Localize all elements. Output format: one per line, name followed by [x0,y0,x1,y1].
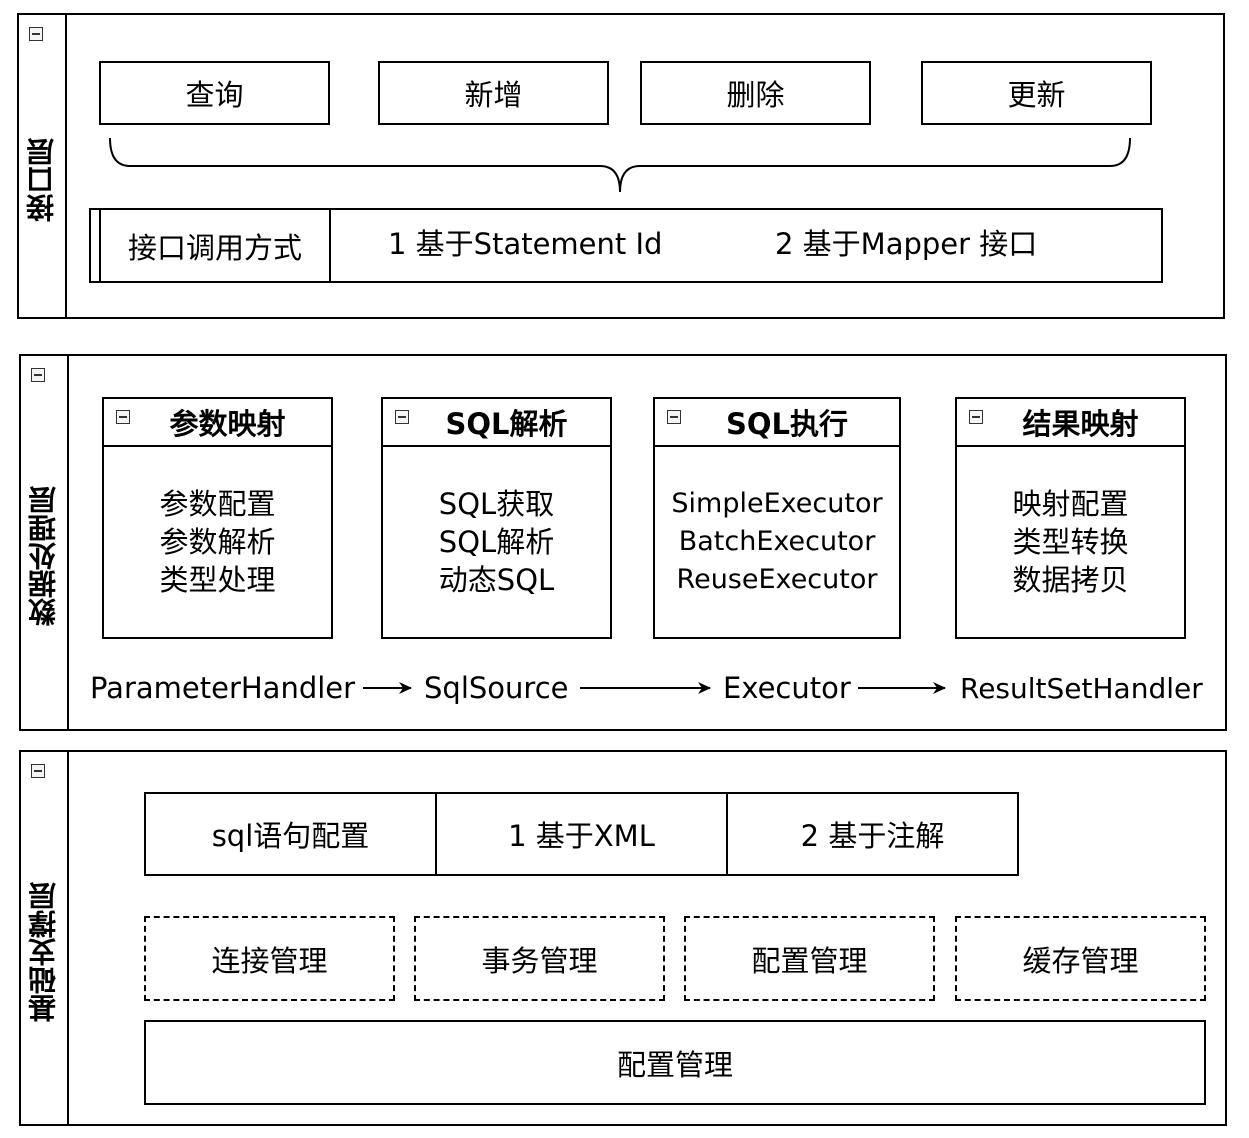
operation-insert: 新增 [378,61,609,125]
collapse-icon[interactable] [969,410,983,424]
module-header: 结果映射 [957,399,1184,447]
module-item: SQL解析 [438,525,555,559]
configuration-management: 配置管理 [684,916,935,1001]
module-item: 数据拷贝 [1012,563,1129,597]
module-body: SQL获取 SQL解析 动态SQL [383,447,610,637]
collapse-icon[interactable] [31,764,45,778]
module-title: SQL执行 [725,407,849,441]
module-item: SimpleExecutor [671,488,883,519]
module-item: SQL获取 [438,487,555,521]
module-sql-parsing: SQL解析 SQL获取 SQL解析 动态SQL [381,397,612,639]
collapse-icon[interactable] [395,410,409,424]
curly-brace [109,137,1131,193]
sql-config-xml: 1 基于XML [435,792,728,876]
flow-result-set-handler: ResultSetHandler [960,671,1203,705]
bottom-configuration-management: 配置管理 [144,1020,1206,1105]
module-item: 参数配置 [159,487,276,521]
module-title: SQL解析 [445,407,568,441]
sql-config-label: sql语句配置 [144,792,437,876]
module-item: 映射配置 [1012,487,1129,521]
data-layer-sidebar: 数据处理层 [21,356,69,729]
module-item: 类型转换 [1012,525,1129,559]
call-method-label: 接口调用方式 [99,208,331,283]
interface-layer-sidebar: 接口层 [19,15,67,317]
support-layer-sidebar: 基础支撑层 [21,752,69,1124]
collapse-icon[interactable] [116,410,130,424]
operation-delete: 删除 [640,61,871,125]
support-layer: 基础支撑层 [19,750,1227,1126]
module-header: SQL解析 [383,399,610,447]
cache-management: 缓存管理 [955,916,1206,1001]
module-body: SimpleExecutor BatchExecutor ReuseExecut… [655,447,899,637]
connection-management: 连接管理 [144,916,395,1001]
module-result-mapping: 结果映射 映射配置 类型转换 数据拷贝 [955,397,1186,639]
operation-query: 查询 [99,61,330,125]
module-item: 类型处理 [159,563,276,597]
data-processing-layer: 数据处理层 [19,354,1227,731]
module-item: 参数解析 [159,525,276,559]
collapse-icon[interactable] [29,27,43,41]
data-layer-title: 数据处理层 [27,486,60,626]
sql-config-annotation: 2 基于注解 [726,792,1019,876]
module-sql-execution: SQL执行 SimpleExecutor BatchExecutor Reuse… [653,397,901,639]
module-body: 参数配置 参数解析 类型处理 [104,447,331,637]
flow-executor: Executor [723,671,851,705]
collapse-icon[interactable] [667,410,681,424]
module-item: ReuseExecutor [676,564,878,595]
operation-update: 更新 [921,61,1152,125]
support-layer-title: 基础支撑层 [27,882,60,1022]
module-parameter-mapping: 参数映射 参数配置 参数解析 类型处理 [102,397,333,639]
transaction-management: 事务管理 [414,916,665,1001]
module-title: 参数映射 [169,407,286,441]
module-body: 映射配置 类型转换 数据拷贝 [957,447,1184,637]
interface-layer: 接口层 [17,13,1225,319]
module-header: SQL执行 [655,399,899,447]
module-item: 动态SQL [438,563,555,597]
module-header: 参数映射 [104,399,331,447]
module-item: BatchExecutor [678,526,876,557]
call-method-container [89,208,1163,283]
call-method-option-statement-id: 1 基于Statement Id [388,227,663,261]
collapse-icon[interactable] [31,368,45,382]
module-title: 结果映射 [1022,407,1139,441]
flow-sql-source: SqlSource [424,671,569,705]
call-method-option-mapper: 2 基于Mapper 接口 [775,227,1038,261]
flow-parameter-handler: ParameterHandler [90,671,356,705]
